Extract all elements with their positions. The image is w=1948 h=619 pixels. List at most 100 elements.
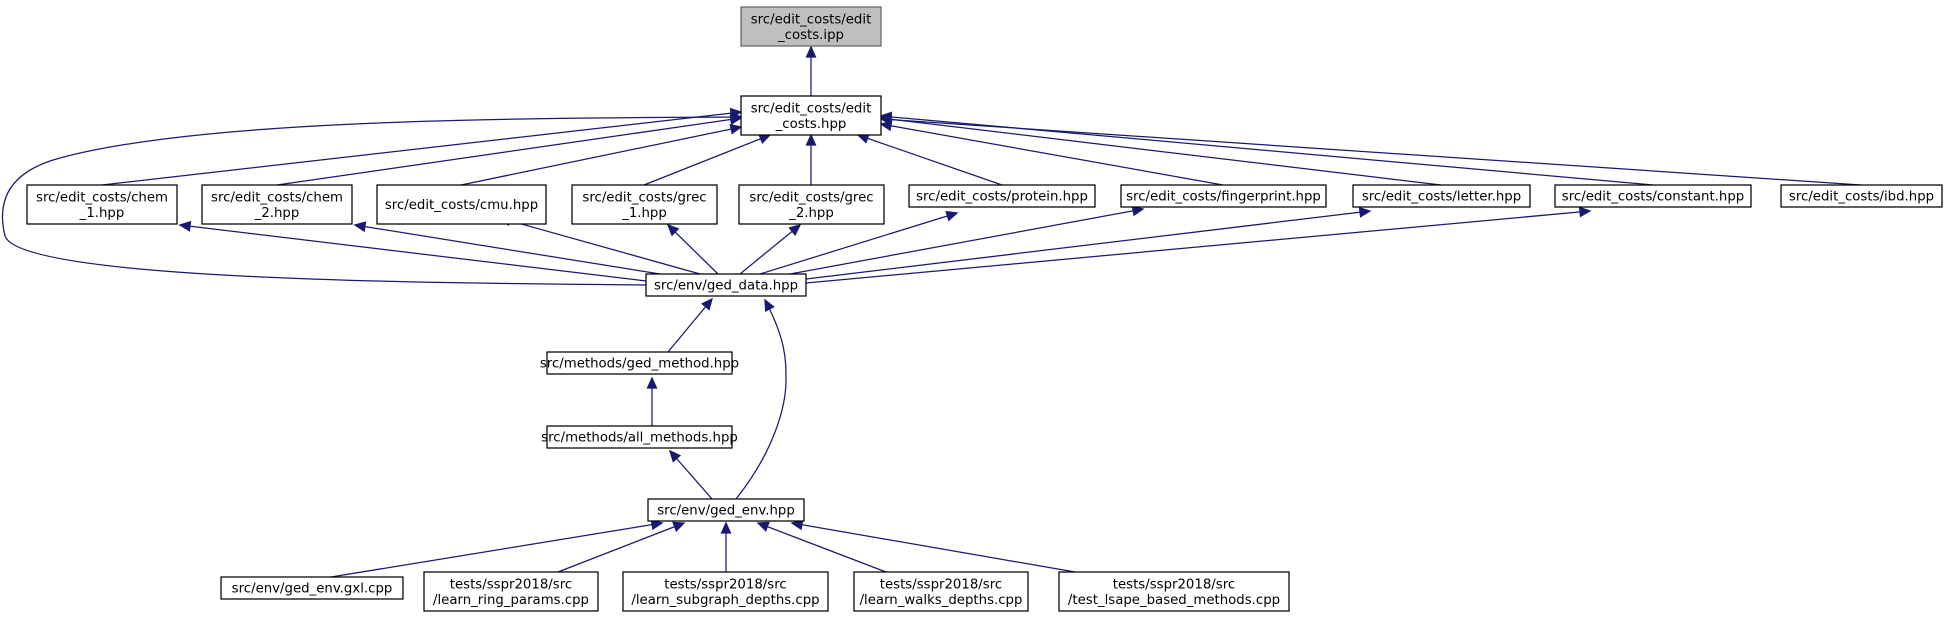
node-box bbox=[546, 351, 733, 375]
node-box bbox=[26, 184, 178, 225]
edge-lsape-to-gedenv bbox=[790, 519, 1076, 573]
edge-line bbox=[667, 224, 719, 275]
node-box bbox=[740, 95, 882, 136]
edge-line bbox=[759, 212, 958, 275]
node-learn-subgraph-depths-cpp[interactable]: tests/sspr2018/src/learn_subgraph_depths… bbox=[622, 571, 829, 612]
node-box bbox=[1352, 184, 1531, 208]
node-ged-env-gxl-cpp[interactable]: src/env/ged_env.gxl.cpp bbox=[220, 576, 404, 600]
node-grec-1-hpp[interactable]: src/edit_costs/grec_1.hpp bbox=[571, 184, 718, 225]
edge-geddata-to-chem2 bbox=[353, 221, 661, 275]
edge-line bbox=[499, 217, 701, 275]
node-label: _2.hpp bbox=[788, 206, 834, 221]
node-chem-1-hpp[interactable]: src/edit_costs/chem_1.hpp bbox=[26, 184, 178, 225]
node-label: src/edit_costs/grec bbox=[582, 190, 706, 205]
edge-arrowhead bbox=[758, 133, 772, 145]
node-box bbox=[738, 184, 885, 225]
node-label: /learn_subgraph_depths.cpp bbox=[631, 593, 819, 608]
node-box bbox=[1780, 184, 1943, 208]
node-label: _2.hpp bbox=[254, 206, 300, 221]
edge-ring-to-gedenv bbox=[557, 521, 686, 573]
node-label: tests/sspr2018/src bbox=[1113, 577, 1235, 592]
node-label: tests/sspr2018/src bbox=[450, 577, 572, 592]
node-ged-method-hpp[interactable]: src/methods/ged_method.hpp bbox=[540, 351, 739, 375]
node-label: _1.hpp bbox=[79, 206, 125, 221]
node-label: src/edit_costs/constant.hpp bbox=[1562, 190, 1744, 205]
node-label: src/edit_costs/chem bbox=[36, 190, 168, 205]
node-label: _costs.hpp bbox=[775, 117, 847, 132]
node-label: src/methods/ged_method.hpp bbox=[540, 357, 739, 372]
node-box bbox=[376, 184, 547, 225]
node-box bbox=[908, 184, 1096, 208]
edge-arrowhead bbox=[790, 519, 804, 531]
node-label: src/edit_costs/edit bbox=[751, 12, 872, 27]
node-chem-2-hpp[interactable]: src/edit_costs/chem_2.hpp bbox=[201, 184, 353, 225]
edge-grec1-to-hpp bbox=[643, 133, 772, 186]
node-label: _1.hpp bbox=[621, 206, 667, 221]
edge-arrowhead bbox=[666, 223, 680, 237]
edge-geddata-to-fingerprint bbox=[789, 205, 1145, 275]
node-label: src/edit_costs/letter.hpp bbox=[1362, 190, 1521, 205]
node-box bbox=[1554, 184, 1752, 208]
edge-arrowhead bbox=[720, 521, 732, 534]
node-learn-walks-depths-cpp[interactable]: tests/sspr2018/src/learn_walks_depths.cp… bbox=[853, 571, 1029, 612]
node-ged-data-hpp[interactable]: src/env/ged_data.hpp bbox=[645, 273, 807, 297]
node-label: src/edit_costs/edit bbox=[751, 101, 872, 116]
node-constant-hpp[interactable]: src/edit_costs/constant.hpp bbox=[1554, 184, 1752, 208]
node-box bbox=[571, 184, 718, 225]
edge-protein-to-hpp bbox=[856, 133, 1003, 186]
edge-line bbox=[557, 522, 685, 573]
node-box bbox=[546, 425, 733, 449]
node-box bbox=[622, 571, 829, 612]
node-label: src/edit_costs/fingerprint.hpp bbox=[1126, 190, 1321, 205]
edge-constant-to-hpp bbox=[879, 111, 1654, 186]
edge-arrowhead bbox=[353, 221, 367, 233]
edge-walks-to-gedenv bbox=[756, 521, 887, 573]
node-label: src/methods/all_methods.hpp bbox=[541, 431, 738, 446]
node-edit-costs-ipp[interactable]: src/edit_costs/edit_costs.ipp bbox=[740, 6, 882, 47]
edge-line bbox=[101, 111, 742, 186]
node-learn-ring-params-cpp[interactable]: tests/sspr2018/src/learn_ring_params.cpp bbox=[423, 571, 599, 612]
node-label: tests/sspr2018/src bbox=[880, 577, 1002, 592]
node-ged-env-hpp[interactable]: src/env/ged_env.hpp bbox=[647, 498, 805, 522]
edge-geddata-to-protein bbox=[759, 210, 959, 275]
edge-line bbox=[880, 117, 1442, 186]
edge-geddata-to-letter bbox=[805, 206, 1372, 280]
node-label: _costs.ipp bbox=[777, 28, 844, 43]
node-label: tests/sspr2018/src bbox=[664, 577, 786, 592]
edge-arrowhead bbox=[805, 45, 817, 58]
node-test-lsape-based-methods-cpp[interactable]: tests/sspr2018/src/test_lsape_based_meth… bbox=[1058, 571, 1290, 612]
edge-line bbox=[460, 126, 742, 186]
edge-grec2-to-hpp bbox=[805, 133, 817, 185]
edge-line bbox=[789, 208, 1144, 275]
node-fingerprint-hpp[interactable]: src/edit_costs/fingerprint.hpp bbox=[1120, 184, 1327, 208]
edge-arrowhead bbox=[1578, 206, 1592, 218]
node-edit-costs-hpp[interactable]: src/edit_costs/edit_costs.hpp bbox=[740, 95, 882, 136]
node-grec-2-hpp[interactable]: src/edit_costs/grec_2.hpp bbox=[738, 184, 885, 225]
node-label: /test_lsape_based_methods.cpp bbox=[1068, 593, 1280, 608]
edge-arrowhead bbox=[672, 521, 686, 532]
node-box bbox=[1058, 571, 1290, 612]
edge-arrowhead bbox=[730, 111, 743, 123]
node-box bbox=[201, 184, 353, 225]
node-protein-hpp[interactable]: src/edit_costs/protein.hpp bbox=[908, 184, 1096, 208]
edge-line bbox=[735, 299, 787, 500]
nodes-layer: src/edit_costs/edit_costs.ippsrc/edit_co… bbox=[26, 6, 1943, 612]
node-cmu-hpp[interactable]: src/edit_costs/cmu.hpp bbox=[376, 184, 547, 225]
node-label: /learn_ring_params.cpp bbox=[433, 593, 589, 608]
edge-arrowhead bbox=[879, 114, 892, 126]
node-letter-hpp[interactable]: src/edit_costs/letter.hpp bbox=[1352, 184, 1531, 208]
edge-ibd-to-hpp bbox=[879, 114, 1862, 186]
node-ibd-hpp[interactable]: src/edit_costs/ibd.hpp bbox=[1780, 184, 1943, 208]
edge-cmu-to-hpp bbox=[460, 123, 743, 186]
edge-arrowhead bbox=[178, 220, 192, 232]
edge-geddata-to-constant bbox=[805, 206, 1592, 284]
edge-arrowhead bbox=[646, 376, 658, 389]
edge-arrowhead bbox=[756, 521, 770, 532]
edge-geddata-to-grec2 bbox=[739, 224, 802, 275]
edge-geddata-to-chem1 bbox=[178, 220, 647, 282]
node-all-methods-hpp[interactable]: src/methods/all_methods.hpp bbox=[541, 425, 738, 449]
edge-line bbox=[880, 123, 1224, 186]
edge-geddata-to-hpp bbox=[1, 111, 743, 286]
edge-geddata-to-grec1 bbox=[666, 223, 719, 275]
node-label: src/edit_costs/grec bbox=[749, 190, 873, 205]
